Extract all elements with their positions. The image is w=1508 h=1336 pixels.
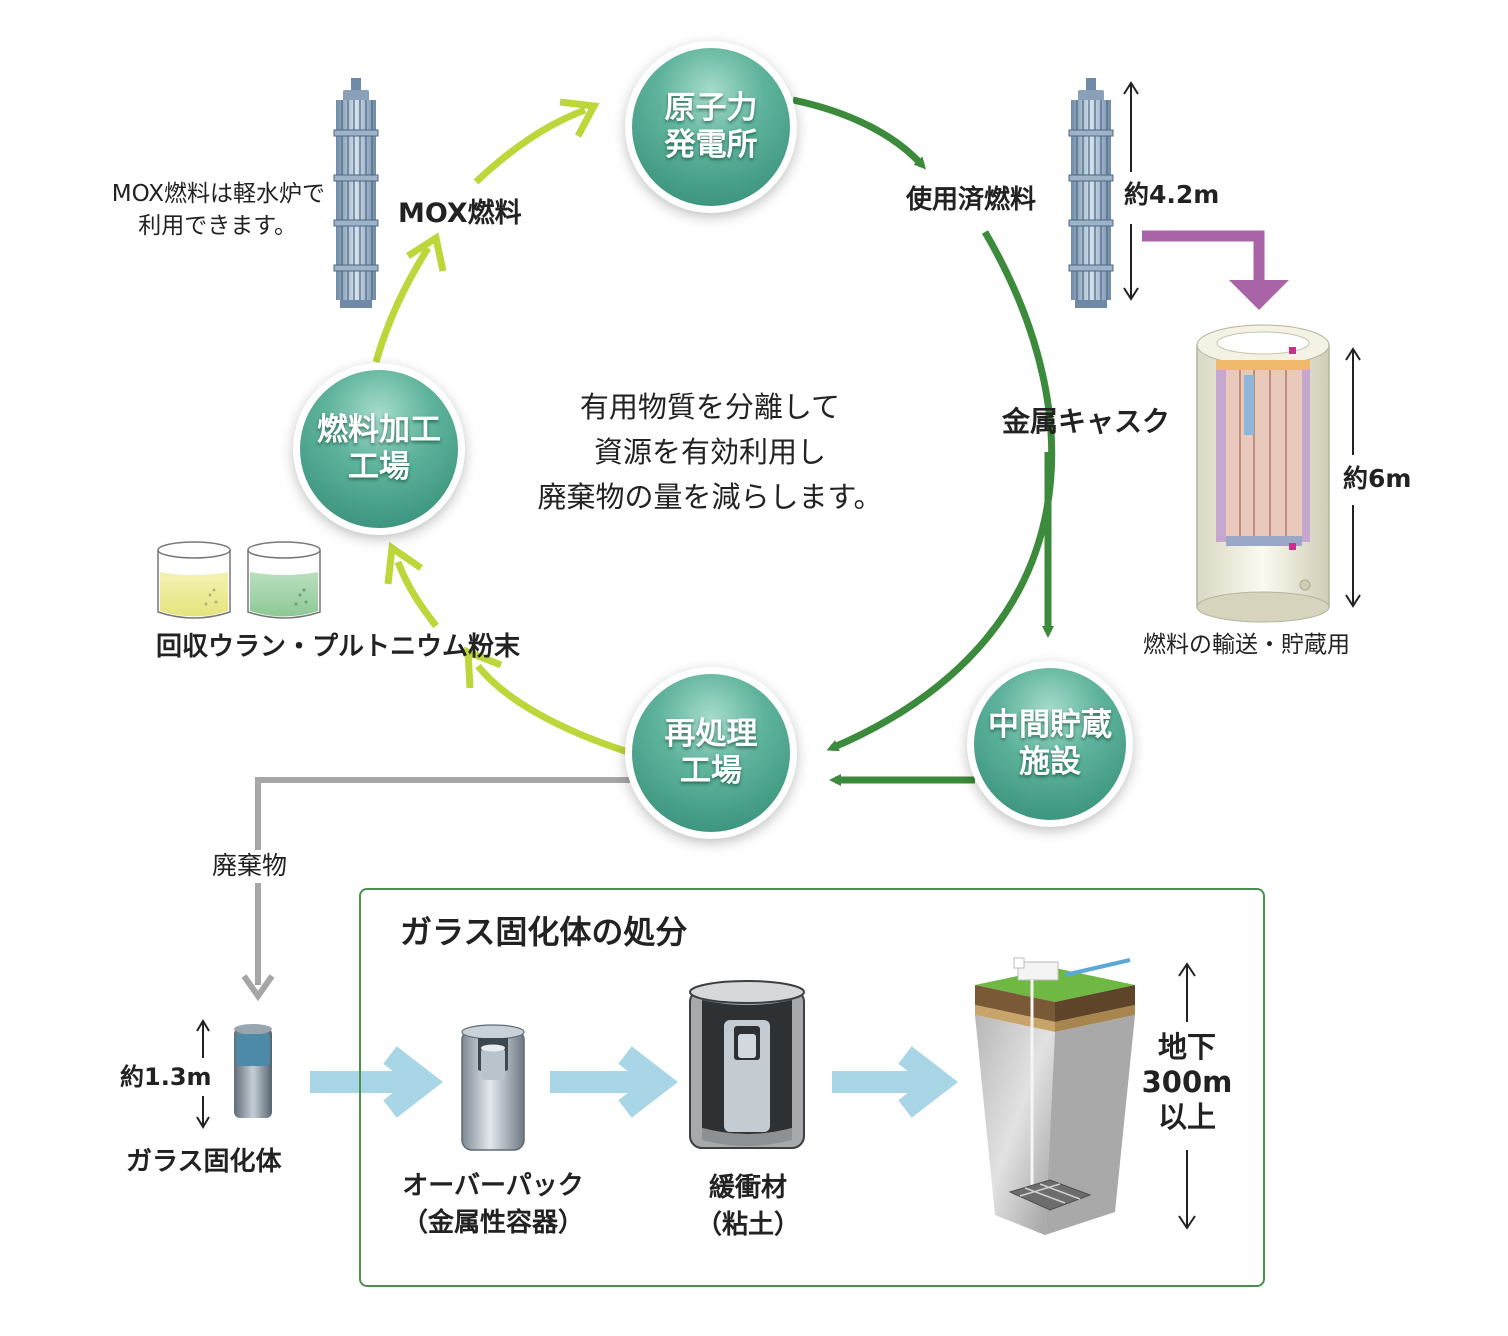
- label-height-6m: 約6m: [1343, 464, 1412, 493]
- arrow-spent-to-reprocessing: [826, 230, 1056, 752]
- label-length-4-2m: 約4.2m: [1124, 180, 1220, 209]
- dimension-1-3m: [196, 1019, 210, 1129]
- center-message-line2: 資源を有効利用し: [593, 435, 826, 470]
- disposal-title: ガラス固化体の処分: [400, 913, 688, 951]
- disposal-flow-arrows: [310, 1046, 959, 1118]
- label-depth-line1: 地下: [1157, 1030, 1216, 1064]
- arrow-reprocessing-to-powder: [475, 663, 630, 756]
- arrow-plant-to-spent: [792, 96, 927, 170]
- label-mox-note-line1: MOX燃料は軽水炉で: [111, 181, 325, 207]
- label-spent-fuel: 使用済燃料: [906, 185, 1037, 215]
- node-fuel-fab-line2: 工場: [348, 449, 410, 485]
- uranium-beaker: [157, 541, 231, 619]
- plutonium-beaker: [247, 541, 321, 619]
- node-power-plant-line1: 原子力: [664, 90, 758, 127]
- buffer-illustration: [689, 980, 805, 1149]
- label-buffer-line2: （粘土）: [695, 1209, 800, 1240]
- label-mox-note-line2: 利用できます。: [138, 213, 297, 240]
- label-glass-body: ガラス固化体: [126, 1147, 282, 1177]
- node-interim-storage-line1: 中間貯蔵: [988, 707, 1112, 744]
- label-cask-use: 燃料の輸送・貯蔵用: [1143, 632, 1350, 658]
- disposal-panel: [359, 888, 1265, 1287]
- label-overpack-line1: オーバーパック: [402, 1171, 584, 1201]
- node-power-plant-line2: 発電所: [664, 127, 758, 163]
- label-depth: 地下 300m 以上: [1130, 1030, 1244, 1134]
- node-power-plant: 原子力発電所: [632, 48, 790, 206]
- node-interim-storage-line2: 施設: [1019, 744, 1081, 780]
- node-reprocessing-line1: 再処理: [664, 716, 758, 753]
- glass-canister: [234, 1024, 272, 1118]
- label-overpack-line2: （金属性容器）: [401, 1207, 584, 1238]
- node-interim-storage: 中間貯蔵施設: [974, 668, 1126, 820]
- arrow-fab-to-mox: [372, 246, 431, 363]
- purple-arrow: [1142, 230, 1289, 310]
- overpack-illustration: [461, 1024, 525, 1151]
- arrow-mox-to-plant: [473, 106, 587, 185]
- metal-cask-illustration: [1196, 324, 1330, 623]
- spent-fuel-assembly: [1068, 78, 1114, 308]
- label-buffer-line1: 緩衝材: [708, 1173, 787, 1203]
- cycle-arrows: [372, 96, 1056, 786]
- label-recovered-powder: 回収ウラン・プルトニウム粉末: [156, 632, 521, 662]
- node-reprocessing-line2: 工場: [680, 753, 742, 789]
- label-mox-note: MOX燃料は軽水炉で 利用できます。: [70, 178, 325, 242]
- mox-fuel-assembly: [333, 78, 379, 308]
- repository-illustration: [975, 957, 1135, 1235]
- center-message-line3: 廃棄物の量を減らします。: [537, 480, 883, 515]
- label-metal-cask: 金属キャスク: [1002, 405, 1171, 438]
- label-mox-fuel: MOX燃料: [398, 198, 522, 229]
- node-fuel-fabrication: 燃料加工工場: [300, 370, 458, 528]
- center-message-line1: 有用物質を分離して: [579, 390, 841, 424]
- node-reprocessing-plant: 再処理工場: [632, 674, 790, 832]
- label-waste: 廃棄物: [212, 850, 288, 883]
- label-buffer: 緩衝材 （粘土）: [660, 1170, 836, 1244]
- waste-line: [241, 777, 630, 1002]
- center-message: 有用物質を分離して 資源を有効利用し 廃棄物の量を減らします。: [490, 385, 930, 521]
- node-fuel-fab-line1: 燃料加工: [317, 412, 441, 449]
- label-overpack: オーバーパック （金属性容器）: [388, 1168, 598, 1242]
- dimension-4-2m: [1123, 81, 1139, 301]
- label-depth-line3: 以上: [1157, 1099, 1216, 1134]
- label-height-1-3m: 約1.3m: [120, 1063, 212, 1091]
- dimension-depth: [1178, 962, 1196, 1230]
- label-depth-line2: 300m: [1141, 1064, 1233, 1099]
- dimension-6m: [1345, 347, 1361, 608]
- arrow-powder-to-fab: [394, 560, 439, 629]
